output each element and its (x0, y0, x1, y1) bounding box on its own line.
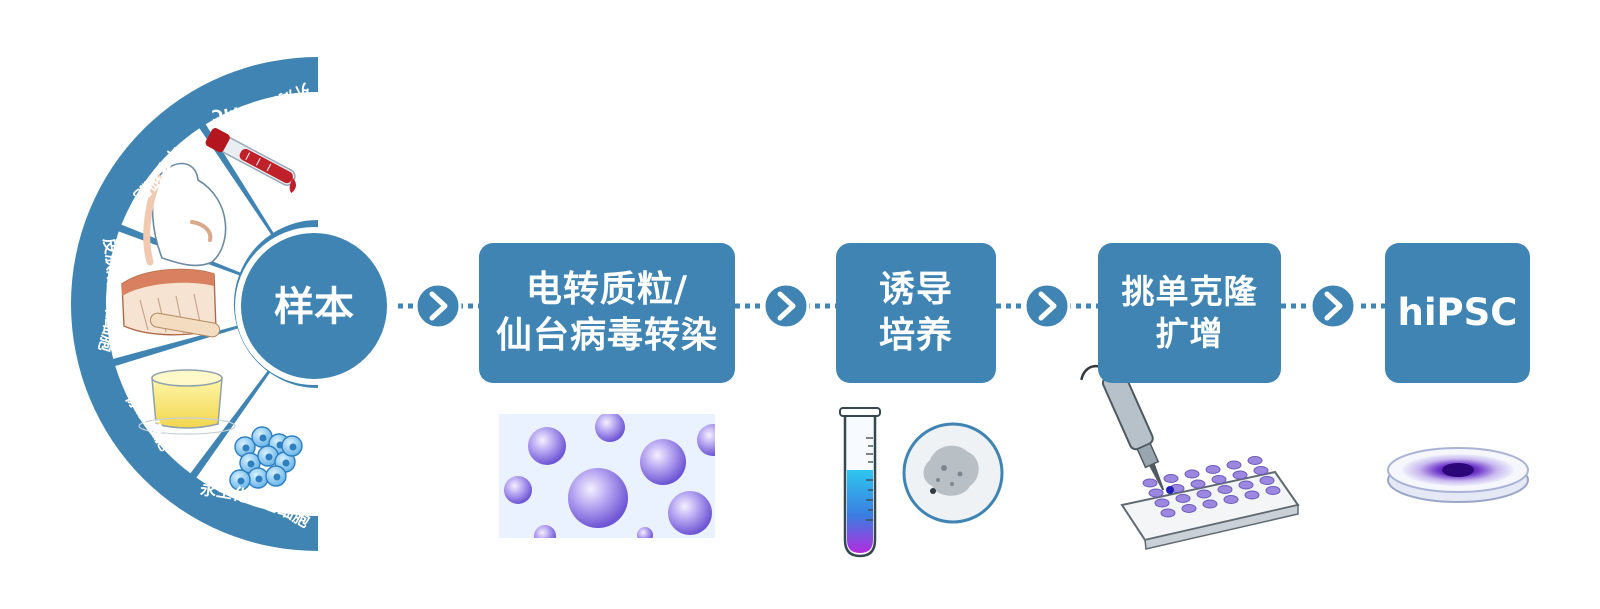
chevron-right-icon (1023, 282, 1071, 330)
pregnant-woman-icon (143, 162, 227, 267)
petri-dish-icon (1387, 447, 1529, 503)
sample-hub-label: 样本 (274, 284, 354, 330)
step-hipsc-label: hiPSC (1397, 291, 1518, 335)
chevron-right-icon (762, 282, 810, 330)
step-transfection-line1: 电转质粒/ (525, 268, 689, 310)
step-induction: 诱导 培养 (836, 243, 996, 383)
step-hipsc: hiPSC (1385, 243, 1530, 383)
skin-tissue-icon (121, 268, 221, 338)
blood-tube-icon (205, 128, 296, 194)
pipette-plate-icon (1080, 365, 1300, 550)
step-clone-pick: 挑单克隆 扩增 (1098, 243, 1281, 383)
sample-hub (235, 227, 393, 385)
chevron-right-icon (414, 282, 462, 330)
step-clone-pick-line1: 挑单克隆 (1121, 271, 1258, 311)
cell-cluster-icon (229, 426, 303, 491)
step-transfection: 电转质粒/ 仙台病毒转染 (479, 243, 735, 383)
test-tube-icon (839, 407, 881, 558)
chevron-right-icon (1309, 282, 1357, 330)
step-clone-pick-line2: 扩增 (1155, 314, 1224, 353)
step-induction-line1: 诱导 (878, 268, 953, 310)
urine-cup-icon (138, 369, 236, 435)
step-transfection-line2: 仙台病毒转染 (495, 315, 718, 356)
cell-colony-icon (902, 422, 1004, 524)
vesicles-icon (499, 414, 715, 538)
step-induction-line2: 培养 (878, 315, 953, 356)
